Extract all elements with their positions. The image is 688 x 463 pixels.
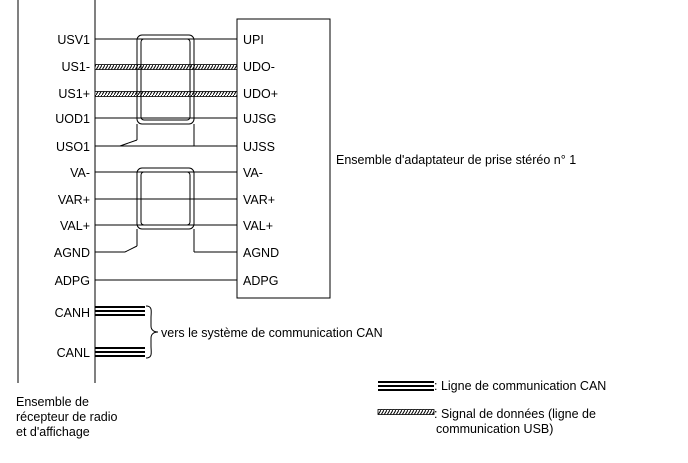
pin-var: VAR+ — [58, 193, 90, 207]
pin-usv1: USV1 — [57, 33, 90, 47]
pin-canl: CANL — [57, 346, 90, 360]
pin-udo-plus: UDO+ — [243, 87, 278, 101]
right-pin-labels: UPI UDO- UDO+ UJSG UJSS VA- VAR+ VAL+ AG… — [243, 33, 279, 288]
legend-can-text: : Ligne de communication CAN — [434, 379, 606, 393]
pin-us1-plus: US1+ — [58, 87, 90, 101]
canl-line — [95, 347, 145, 349]
usb-line-us1-plus — [94, 91, 238, 97]
left-unit-label-line-2: récepteur de radio — [16, 410, 118, 424]
pin-adpg: ADPG — [55, 274, 90, 288]
pin-agnd-right: AGND — [243, 246, 279, 260]
pin-upi: UPI — [243, 33, 264, 47]
legend-usb-symbol — [377, 409, 435, 415]
pin-agnd: AGND — [54, 246, 90, 260]
pin-udo-minus: UDO- — [243, 60, 275, 74]
pin-ujss: UJSS — [243, 140, 275, 154]
legend-usb-text-2: communication USB) — [436, 422, 553, 436]
pin-adpg-right: ADPG — [243, 274, 278, 288]
can-note: vers le système de communication CAN — [161, 326, 383, 340]
pin-ujsg: UJSG — [243, 112, 276, 126]
usb-line-us1-minus — [94, 64, 238, 70]
can-lines — [95, 306, 145, 357]
legend-usb-text-1: : Signal de données (ligne de — [434, 407, 596, 421]
pin-canh: CANH — [55, 306, 90, 320]
shield-lower — [95, 167, 237, 253]
pin-us1-minus: US1- — [62, 60, 90, 74]
pin-uod1: UOD1 — [55, 112, 90, 126]
pin-var-right: VAR+ — [243, 193, 275, 207]
left-unit-label-line-3: et d'affichage — [16, 425, 90, 439]
pin-va: VA- — [70, 166, 90, 180]
right-unit-label: Ensemble d'adaptateur de prise stéréo n°… — [336, 153, 576, 167]
left-unit-box — [17, 0, 96, 383]
shield-upper — [119, 34, 195, 147]
pin-uso1: USO1 — [56, 140, 90, 154]
can-brace — [145, 305, 159, 359]
legend-can-symbol — [378, 381, 434, 391]
pin-val: VAL+ — [60, 219, 90, 233]
plain-wires — [95, 38, 237, 281]
canh-line — [95, 306, 145, 308]
pin-va-right: VA- — [243, 166, 263, 180]
pin-val-right: VAL+ — [243, 219, 273, 233]
right-unit-box — [236, 18, 331, 299]
left-unit-label-line-1: Ensemble de — [16, 395, 89, 409]
legend: : Ligne de communication CAN : Signal de… — [377, 379, 606, 436]
left-pin-labels: USV1 US1- US1+ UOD1 USO1 VA- VAR+ VAL+ A… — [54, 33, 90, 360]
